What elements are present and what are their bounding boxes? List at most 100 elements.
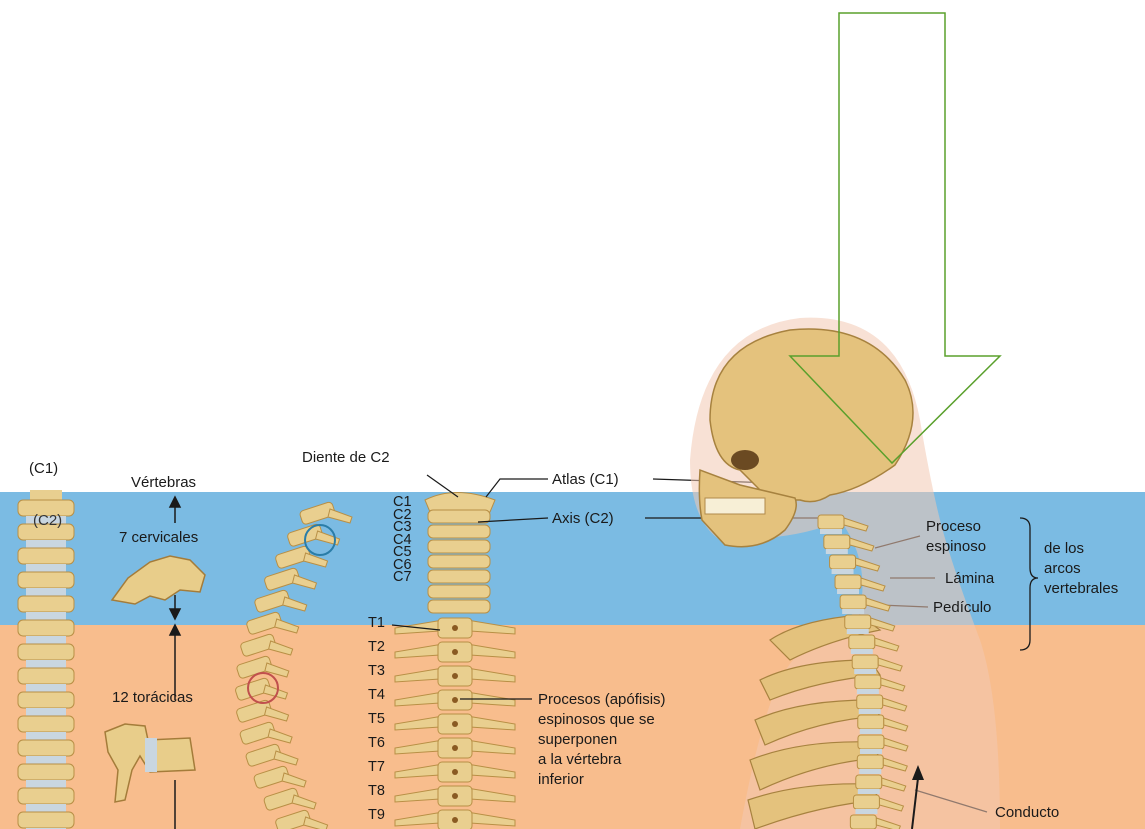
body-vertebra	[818, 515, 844, 529]
body-disc	[832, 569, 854, 574]
body-disc	[854, 669, 876, 674]
label-c2: (C2)	[33, 512, 62, 529]
body-vertebra	[858, 735, 884, 749]
label-vertebras: Vértebras	[131, 474, 196, 491]
label-conducto: Conducto	[995, 804, 1059, 821]
intervertebral-disc	[26, 540, 66, 548]
level-label-t5: T5	[368, 713, 385, 726]
level-label-t1: T1	[368, 617, 385, 630]
label-procesos-3: superponen	[538, 731, 617, 748]
label-procesos-5: inferior	[538, 771, 584, 788]
intervertebral-disc	[26, 732, 66, 740]
body-vertebra	[858, 715, 884, 729]
spinous-process-tip	[452, 625, 458, 631]
body-vertebra	[857, 695, 883, 709]
label-arcos-3: vertebrales	[1044, 580, 1118, 597]
cervical-vertebra	[428, 555, 490, 568]
body-vertebra	[855, 675, 881, 689]
level-label-t8: T8	[368, 785, 385, 798]
spinous-process-tip	[452, 793, 458, 799]
body-disc	[860, 749, 882, 754]
body-disc	[826, 549, 848, 554]
spinous-process-tip	[452, 745, 458, 751]
body-disc	[842, 609, 864, 614]
teeth	[705, 498, 765, 514]
left-spine-column	[18, 490, 74, 829]
eye-orbit	[731, 450, 759, 470]
intervertebral-disc	[26, 612, 66, 620]
intervertebral-disc	[26, 756, 66, 764]
cervical-vertebra	[428, 540, 490, 553]
body-disc	[860, 729, 882, 734]
vertebra	[18, 764, 74, 780]
label-procesos-4: a la vértebra	[538, 751, 621, 768]
body-vertebra	[830, 555, 856, 569]
label-diente: Diente de C2	[302, 449, 390, 466]
label-proceso-1: Proceso	[926, 518, 981, 535]
body-disc	[847, 629, 869, 634]
body-vertebra	[857, 755, 883, 769]
vertebra	[18, 668, 74, 684]
intervertebral-disc	[26, 636, 66, 644]
body-disc	[859, 769, 881, 774]
intervertebral-disc	[26, 564, 66, 572]
cervical-vertebra	[428, 570, 490, 583]
label-lamina: Lámina	[945, 570, 994, 587]
vertebra	[18, 812, 74, 828]
body-vertebra	[856, 775, 882, 789]
vertebra	[18, 788, 74, 804]
cervical-vertebra	[428, 585, 490, 598]
intervertebral-disc	[26, 684, 66, 692]
disc-illustration	[145, 738, 157, 772]
intervertebral-disc	[26, 780, 66, 788]
body-disc	[837, 589, 859, 594]
level-label-t6: T6	[368, 737, 385, 750]
label-cervicales: 7 cervicales	[119, 529, 198, 546]
vertebra	[18, 692, 74, 708]
vertebra	[18, 644, 74, 660]
label-atlas: Atlas (C1)	[552, 471, 619, 488]
intervertebral-disc	[26, 660, 66, 668]
spinous-process-tip	[452, 769, 458, 775]
label-toracicas: 12 torácicas	[112, 689, 193, 706]
body-vertebra	[840, 595, 866, 609]
cervical-vertebra	[428, 600, 490, 613]
spinous-process-tip	[452, 673, 458, 679]
cervical-vertebra	[428, 525, 490, 538]
vertebra	[18, 596, 74, 612]
intervertebral-disc	[26, 708, 66, 716]
label-arcos-2: arcos	[1044, 560, 1081, 577]
body-disc	[857, 689, 879, 694]
body-disc	[820, 529, 842, 534]
body-vertebra	[852, 655, 878, 669]
body-disc	[855, 809, 877, 814]
spinous-process-tip	[452, 697, 458, 703]
vertebra	[18, 572, 74, 588]
vertebra	[18, 548, 74, 564]
body-vertebra	[824, 535, 850, 549]
level-label-t4: T4	[368, 689, 385, 702]
label-arcos-1: de los	[1044, 540, 1084, 557]
spinous-process-tip	[452, 649, 458, 655]
body-disc	[858, 789, 880, 794]
body-vertebra	[835, 575, 861, 589]
body-vertebra	[850, 815, 876, 829]
vertebra	[18, 716, 74, 732]
label-c1-top: (C1)	[29, 460, 58, 477]
vertebra	[18, 740, 74, 756]
label-axis: Axis (C2)	[552, 510, 614, 527]
level-label-t2: T2	[368, 641, 385, 654]
body-disc	[859, 709, 881, 714]
cervical-vertebra	[428, 510, 490, 523]
label-pediculo: Pedículo	[933, 599, 991, 616]
level-label-c7: C7	[393, 571, 412, 584]
level-label-t3: T3	[368, 665, 385, 678]
body-vertebra	[849, 635, 875, 649]
body-disc	[851, 649, 873, 654]
body-vertebra	[853, 795, 879, 809]
intervertebral-disc	[26, 588, 66, 596]
level-label-t9: T9	[368, 809, 385, 822]
intervertebral-disc	[26, 804, 66, 812]
spinous-process-tip	[452, 817, 458, 823]
label-procesos-2: espinosos que se	[538, 711, 655, 728]
